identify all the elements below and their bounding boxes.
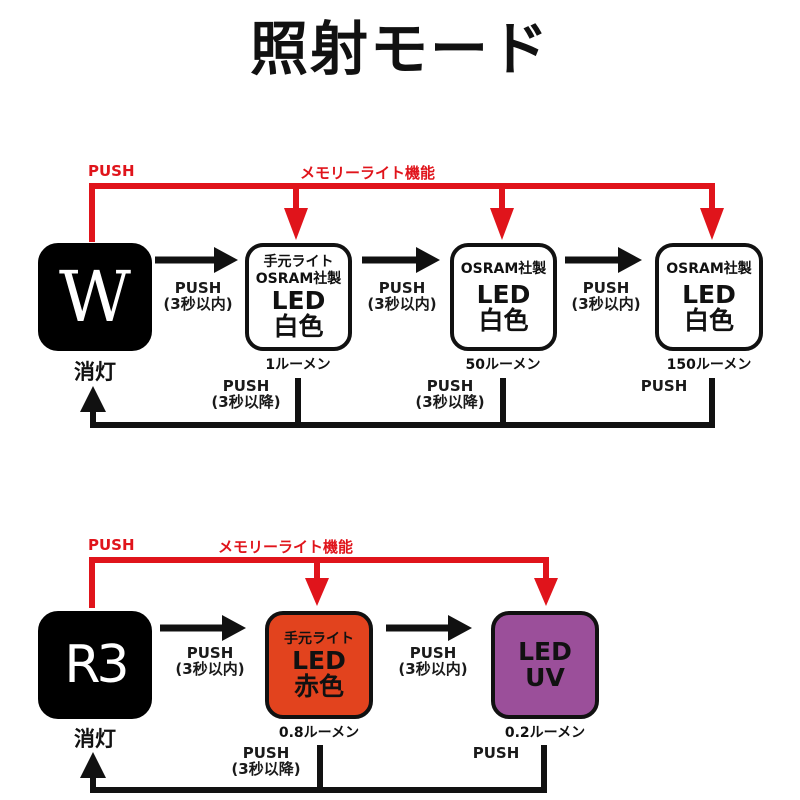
- mode-led: LED: [271, 286, 326, 315]
- push-text: PUSH: [472, 744, 520, 762]
- memory-push-label: PUSH: [88, 536, 135, 554]
- forward-push-label-2: PUSH (3秒以内): [352, 280, 452, 312]
- forward-push-label-3: PUSH (3秒以内): [556, 280, 656, 312]
- mode-sub-1: 手元ライト: [284, 630, 354, 647]
- mode-color: 白色: [683, 305, 734, 335]
- mode-color: 赤色: [293, 671, 344, 701]
- push-condition: (3秒以内): [163, 295, 233, 313]
- memory-arrow-1: [284, 208, 308, 240]
- push-text: PUSH: [222, 377, 270, 395]
- return-push-label-r3-1: PUSH (3秒以降): [216, 745, 316, 777]
- lumen-label: 50ルーメン: [465, 357, 541, 373]
- mode-sub-1: 手元ライト: [263, 254, 334, 270]
- mode-color: 白色: [273, 312, 324, 341]
- mode-led: LED: [518, 637, 572, 666]
- r3-logo-icon: R3: [64, 635, 129, 695]
- memory-arrow-3: [700, 208, 724, 240]
- memory-push-label: PUSH: [88, 162, 135, 180]
- push-text: PUSH: [174, 279, 222, 297]
- return-push-label-3: PUSH: [624, 378, 704, 394]
- forward-push-label-r3-1: PUSH (3秒以内): [160, 645, 260, 677]
- mode-sub-2: OSRAM社製: [255, 271, 342, 287]
- off-label: 消灯: [74, 727, 116, 751]
- mode-led: LED: [292, 645, 346, 675]
- mode-led: LED: [682, 279, 736, 309]
- memory-light-label: メモリーライト機能: [218, 538, 354, 556]
- push-condition: (3秒以降): [211, 393, 281, 411]
- memory-arrow-r3-2: [534, 578, 558, 606]
- forward-arrow-r3-1: [222, 615, 246, 641]
- lumen-label: 0.2ルーメン: [504, 725, 586, 741]
- forward-push-label-r3-2: PUSH (3秒以内): [383, 645, 483, 677]
- return-arrow-w: [80, 386, 106, 412]
- mode-box-150lm[interactable]: OSRAM社製 LED 白色: [655, 243, 763, 351]
- mode-color: 白色: [478, 305, 529, 335]
- mode-box-1lm[interactable]: 手元ライト OSRAM社製 LED 白色: [245, 243, 352, 351]
- mode-led: LED: [476, 279, 531, 309]
- w-logo-icon: W: [59, 256, 131, 338]
- push-text: PUSH: [242, 744, 290, 762]
- lumen-label: 1ルーメン: [265, 357, 331, 373]
- push-text: PUSH: [640, 377, 688, 395]
- push-text: PUSH: [186, 644, 234, 662]
- off-state-w-button[interactable]: W: [38, 243, 152, 351]
- memory-arrow-r3-1: [305, 578, 329, 606]
- page-title: 照射モード: [249, 15, 550, 83]
- off-state-r3-button[interactable]: R3: [38, 611, 152, 719]
- memory-line-w: [89, 183, 715, 242]
- lumen-label: 0.8ルーメン: [278, 725, 360, 741]
- forward-arrow-1: [214, 247, 238, 273]
- push-condition: (3秒以内): [571, 295, 641, 313]
- push-condition: (3秒以内): [175, 660, 245, 678]
- return-push-label-1: PUSH (3秒以降): [196, 378, 296, 410]
- off-label: 消灯: [74, 360, 116, 384]
- return-push-label-2: PUSH (3秒以降): [400, 378, 500, 410]
- mode-box-uv[interactable]: LED UV: [491, 611, 599, 719]
- forward-arrow-r3-2: [448, 615, 472, 641]
- mode-sub-1: OSRAM社製: [460, 260, 547, 277]
- forward-arrow-2: [416, 247, 440, 273]
- memory-line-r3: [89, 557, 549, 608]
- return-push-label-r3-2: PUSH: [456, 745, 536, 761]
- forward-arrow-3: [618, 247, 642, 273]
- push-condition: (3秒以降): [415, 393, 485, 411]
- push-condition: (3秒以降): [231, 760, 301, 778]
- memory-arrow-2: [490, 208, 514, 240]
- push-text: PUSH: [582, 279, 630, 297]
- memory-light-label: メモリーライト機能: [300, 164, 436, 182]
- push-text: PUSH: [409, 644, 457, 662]
- return-arrow-r3: [80, 752, 106, 778]
- mode-box-50lm[interactable]: OSRAM社製 LED 白色: [450, 243, 557, 351]
- push-text: PUSH: [378, 279, 426, 297]
- mode-box-red[interactable]: 手元ライト LED 赤色: [265, 611, 373, 719]
- lumen-label: 150ルーメン: [666, 357, 752, 373]
- push-text: PUSH: [426, 377, 474, 395]
- forward-push-label-1: PUSH (3秒以内): [148, 280, 248, 312]
- push-condition: (3秒以内): [398, 660, 468, 678]
- push-condition: (3秒以内): [367, 295, 437, 313]
- mode-color: UV: [525, 663, 565, 692]
- mode-sub-1: OSRAM社製: [666, 260, 752, 277]
- return-line-w: [90, 378, 715, 428]
